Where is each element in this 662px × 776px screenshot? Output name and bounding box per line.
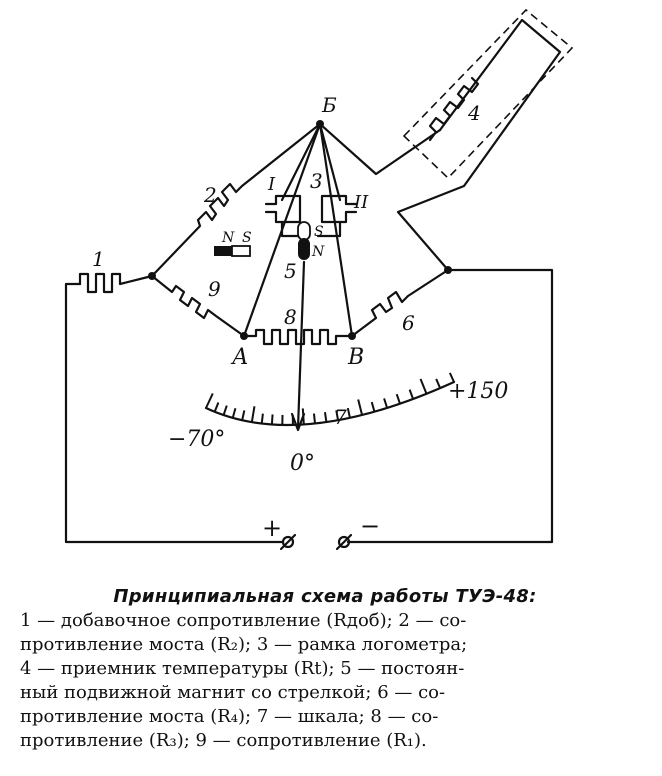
scale-ticks (205, 372, 455, 425)
terminal-minus-slash (335, 533, 353, 551)
resistor-9 (150, 274, 246, 338)
scale-tick (241, 410, 246, 421)
label-3: 3 (310, 169, 323, 193)
coil-2 (320, 194, 358, 224)
pointer-arrowhead (290, 412, 306, 432)
caption-line: 4 — приемник температуры (Rt); 5 — посто… (20, 658, 465, 679)
wire-to-sensor (318, 122, 442, 176)
node-right (444, 266, 452, 274)
resistor-4 (428, 76, 480, 142)
terminal-plus-slash (279, 533, 297, 551)
label-pole-n-right: N (311, 244, 325, 260)
label-pole-n-left: N (221, 230, 235, 246)
scale-tick (260, 413, 264, 424)
scale-tick (435, 378, 442, 389)
label-scale-min: −70° (168, 427, 225, 452)
scale-tick (323, 412, 328, 423)
resistor-6 (350, 268, 450, 338)
label-plus: + (262, 514, 282, 542)
label-pole-s-right: S (314, 224, 324, 240)
coil-1 (264, 194, 302, 224)
sensor-tube (396, 18, 562, 272)
label-2: 2 (203, 183, 217, 207)
scale-tick (395, 393, 401, 405)
resistor-8 (242, 328, 354, 346)
label-minus: − (360, 512, 380, 540)
scale-tick (231, 407, 237, 419)
caption-line: 1 — добавочное сопротивление (Rдоб); 2 —… (20, 610, 467, 631)
moving-magnet-n (298, 238, 310, 260)
label-9: 9 (208, 277, 221, 301)
frame-3-lead-right (318, 122, 342, 202)
circuit-diagram: Б А В 1 2 3 4 5 6 7 8 9 I II N S S N −70… (64, 8, 574, 551)
scale-tick (383, 398, 389, 409)
label-node-top: Б (321, 93, 337, 117)
terminal-plus (281, 535, 295, 549)
lead-b-to-v (318, 122, 354, 338)
node-a (240, 332, 248, 340)
label-5: 5 (284, 259, 297, 283)
frame-3-lead-left (280, 122, 322, 202)
scale-tick (357, 399, 364, 416)
label-node-b: В (347, 345, 364, 370)
scale-tick (448, 372, 455, 383)
label-coil-1: I (267, 174, 276, 195)
caption-line: противление моста (R₂); 3 — рамка логоме… (20, 634, 468, 655)
frame-3-body (280, 220, 342, 238)
resistor-2 (150, 122, 322, 278)
sensor-housing (402, 8, 574, 180)
scale-tick (205, 393, 214, 409)
label-node-a: А (230, 345, 249, 370)
label-4: 4 (467, 101, 481, 125)
caption-line: противление (R₃); 9 — сопротивление (R₁)… (20, 730, 427, 751)
terminal-minus (337, 535, 351, 549)
pointer-needle (296, 260, 306, 430)
scale-tick (222, 405, 228, 416)
scale-tick (301, 408, 305, 425)
node-top (316, 120, 324, 128)
caption-line: противление моста (R₄); 7 — шкала; 8 — с… (20, 706, 439, 727)
label-6: 6 (402, 311, 415, 335)
node-b (348, 332, 356, 340)
label-scale-max: +150 (448, 379, 508, 404)
node-left (148, 272, 156, 280)
wire-outer-left (64, 282, 285, 544)
moving-magnet-s (297, 221, 311, 241)
scale-tick (408, 389, 415, 400)
label-8: 8 (284, 305, 297, 329)
magnet-left-n (214, 246, 232, 256)
scale-tick (213, 402, 220, 413)
scale-tick (419, 378, 428, 395)
scale-tick (370, 401, 376, 412)
figure-caption: Принципиальная схема работы ТУЭ-48: 1 — … (20, 585, 630, 753)
scale-tick (346, 407, 351, 419)
scale-tick (250, 406, 256, 423)
label-coil-2: II (353, 192, 369, 213)
magnet-left-s (231, 245, 251, 257)
label-7: 7 (334, 405, 347, 429)
scale-tick (335, 410, 340, 421)
label-pole-s-left: S (242, 230, 252, 246)
scale-tick (270, 414, 274, 425)
caption-line: ный подвижной магнит со стрелкой; 6 — со… (20, 682, 446, 703)
wire-outer-right (346, 268, 554, 544)
label-1: 1 (92, 247, 105, 271)
scale-tick (312, 413, 316, 424)
label-scale-zero: 0° (290, 451, 315, 476)
caption-title: Принципиальная схема работы ТУЭ-48: (113, 586, 537, 607)
resistor-1 (78, 272, 154, 294)
